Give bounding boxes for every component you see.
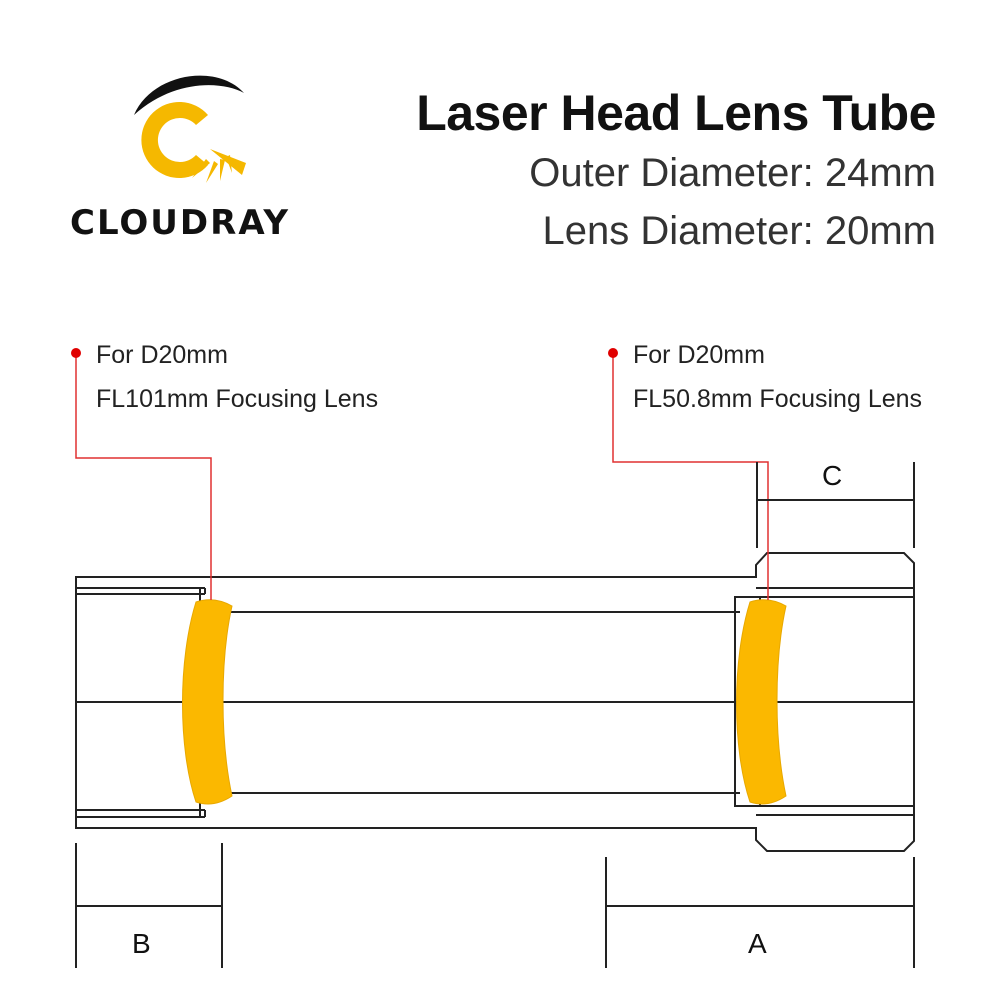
cloudray-logo: CLOUDRAY	[60, 55, 330, 255]
outer-diameter-spec: Outer Diameter: 24mm	[529, 151, 936, 195]
lens-fl508	[736, 599, 787, 805]
page-title: Laser Head Lens Tube	[416, 85, 936, 141]
dimension-a-label: A	[748, 928, 767, 959]
tube-outline	[75, 552, 915, 852]
leader-line-left	[75, 355, 212, 600]
callout-right-line1: For D20mm	[633, 341, 765, 369]
lens-fl101	[182, 599, 233, 805]
callout-left-line1: For D20mm	[96, 341, 228, 369]
marker-dot-left	[71, 348, 81, 358]
cloudray-logo-icon	[134, 75, 246, 183]
callout-right: For D20mm FL50.8mm Focusing Lens	[633, 333, 922, 421]
dimension-b-label: B	[132, 928, 151, 959]
callout-left: For D20mm FL101mm Focusing Lens	[96, 333, 378, 421]
dimension-c-label: C	[822, 460, 843, 491]
brand-name: CLOUDRAY	[70, 203, 290, 243]
lens-diameter-spec: Lens Diameter: 20mm	[542, 209, 936, 253]
leader-line-right	[612, 355, 769, 600]
callout-right-line2: FL50.8mm Focusing Lens	[633, 385, 923, 413]
callout-left-line2: FL101mm Focusing Lens	[96, 385, 379, 413]
marker-dot-right	[608, 348, 618, 358]
title-block: Laser Head Lens Tube Outer Diameter: 24m…	[416, 82, 936, 260]
